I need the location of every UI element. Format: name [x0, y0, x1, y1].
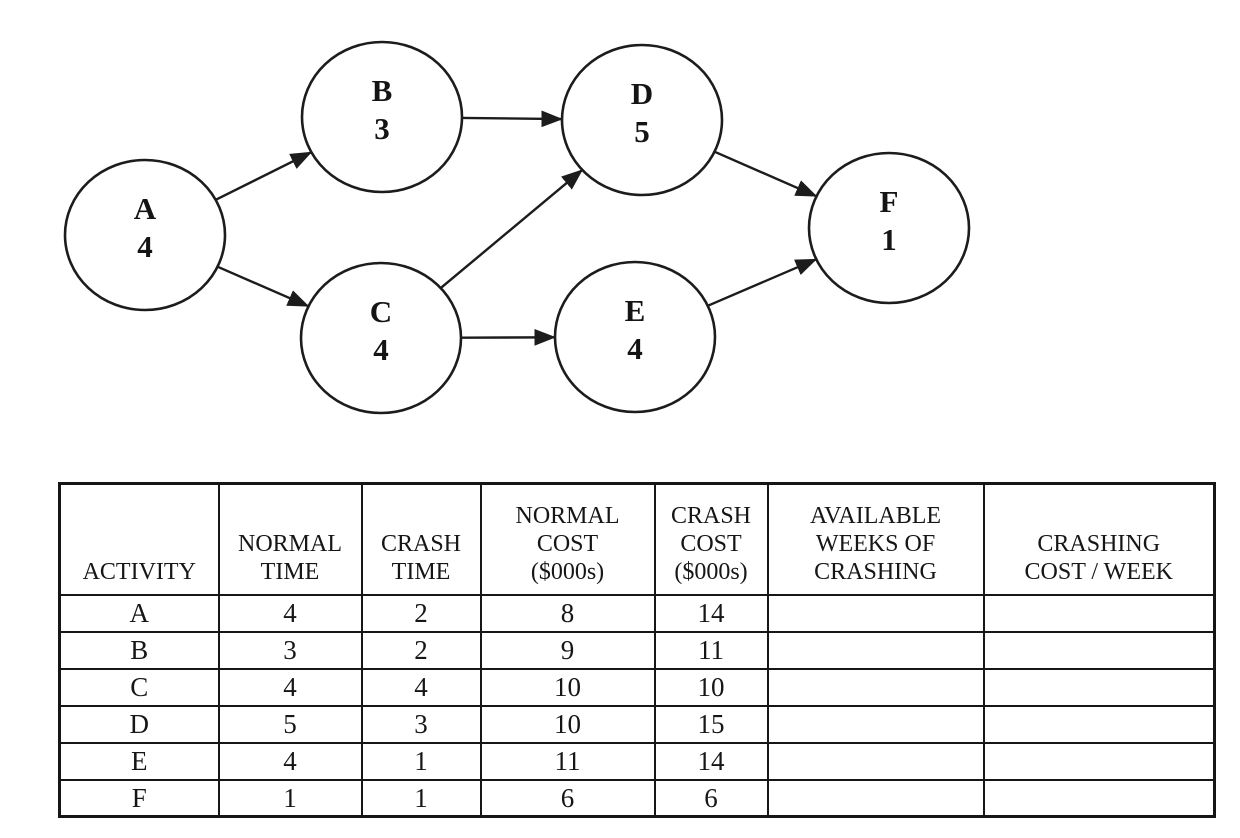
cell-B-normal-cost: 9	[479, 630, 656, 670]
edge-C-D	[439, 168, 584, 290]
cell-C-available-weeks	[766, 667, 985, 707]
cell-F-crash-time: 1	[360, 778, 482, 818]
edge-E-F	[707, 258, 818, 307]
cell-B-crash-time: 2	[360, 630, 482, 670]
cell-C-normal-time: 4	[217, 667, 363, 707]
node-E-circle	[553, 260, 717, 414]
cell-E-activity: E	[58, 741, 220, 781]
column-header-normal-cost: NORMAL COST ($000s)	[479, 482, 656, 596]
node-E-duration: 4	[627, 331, 643, 366]
cell-C-normal-cost: 10	[479, 667, 656, 707]
node-B-letter: B	[372, 73, 393, 108]
node-D-letter: D	[631, 76, 653, 111]
edge-A-B	[215, 151, 313, 201]
cell-A-crash-cost: 14	[653, 593, 769, 633]
cell-C-crashing-cost-week	[982, 667, 1216, 707]
node-A-circle	[63, 158, 227, 312]
column-header-crashing-cost-week: CRASHING COST / WEEK	[982, 482, 1216, 596]
cell-F-crashing-cost-week	[982, 778, 1216, 818]
cell-E-normal-cost: 11	[479, 741, 656, 781]
cell-B-available-weeks	[766, 630, 985, 670]
cell-E-available-weeks	[766, 741, 985, 781]
node-D-duration: 5	[634, 114, 650, 149]
node-D-circle	[560, 43, 724, 197]
column-header-available-weeks: AVAILABLE WEEKS OF CRASHING	[766, 482, 985, 596]
cell-C-crash-time: 4	[360, 667, 482, 707]
cell-C-activity: C	[58, 667, 220, 707]
cell-C-crash-cost: 10	[653, 667, 769, 707]
cell-D-activity: D	[58, 704, 220, 744]
cell-D-available-weeks	[766, 704, 985, 744]
node-C-circle	[299, 261, 463, 415]
cell-B-crashing-cost-week	[982, 630, 1216, 670]
edge-D-F	[714, 150, 818, 198]
node-B-duration: 3	[374, 111, 390, 146]
cell-F-available-weeks	[766, 778, 985, 818]
cell-F-normal-time: 1	[217, 778, 363, 818]
node-A-duration: 4	[137, 229, 153, 264]
cell-E-crashing-cost-week	[982, 741, 1216, 781]
cell-B-normal-time: 3	[217, 630, 363, 670]
edge-A-C	[217, 265, 310, 308]
cell-E-normal-time: 4	[217, 741, 363, 781]
edge-B-D	[461, 110, 563, 128]
edges-layer	[215, 110, 818, 346]
cell-D-normal-time: 5	[217, 704, 363, 744]
node-C-duration: 4	[373, 332, 389, 367]
column-header-crash-time: CRASH TIME	[360, 482, 482, 596]
cell-B-activity: B	[58, 630, 220, 670]
cell-B-crash-cost: 11	[653, 630, 769, 670]
column-header-activity: ACTIVITY	[58, 482, 220, 596]
node-F-duration: 1	[881, 222, 897, 257]
cell-F-crash-cost: 6	[653, 778, 769, 818]
cell-A-normal-cost: 8	[479, 593, 656, 633]
node-F-letter: F	[880, 184, 899, 219]
cell-F-normal-cost: 6	[479, 778, 656, 818]
cell-A-available-weeks	[766, 593, 985, 633]
cell-F-activity: F	[58, 778, 220, 818]
node-C-letter: C	[370, 294, 392, 329]
column-header-normal-time: NORMAL TIME	[217, 482, 363, 596]
node-B-circle	[300, 40, 464, 194]
cell-D-normal-cost: 10	[479, 704, 656, 744]
column-header-crash-cost: CRASH COST ($000s)	[653, 482, 769, 596]
cell-A-crashing-cost-week	[982, 593, 1216, 633]
cell-A-activity: A	[58, 593, 220, 633]
cell-A-normal-time: 4	[217, 593, 363, 633]
cell-D-crashing-cost-week	[982, 704, 1216, 744]
node-F-circle	[807, 151, 971, 305]
cell-E-crash-cost: 14	[653, 741, 769, 781]
node-E-letter: E	[625, 293, 646, 328]
cell-E-crash-time: 1	[360, 741, 482, 781]
node-A-letter: A	[134, 191, 157, 226]
cell-A-crash-time: 2	[360, 593, 482, 633]
cell-D-crash-cost: 15	[653, 704, 769, 744]
cell-D-crash-time: 3	[360, 704, 482, 744]
